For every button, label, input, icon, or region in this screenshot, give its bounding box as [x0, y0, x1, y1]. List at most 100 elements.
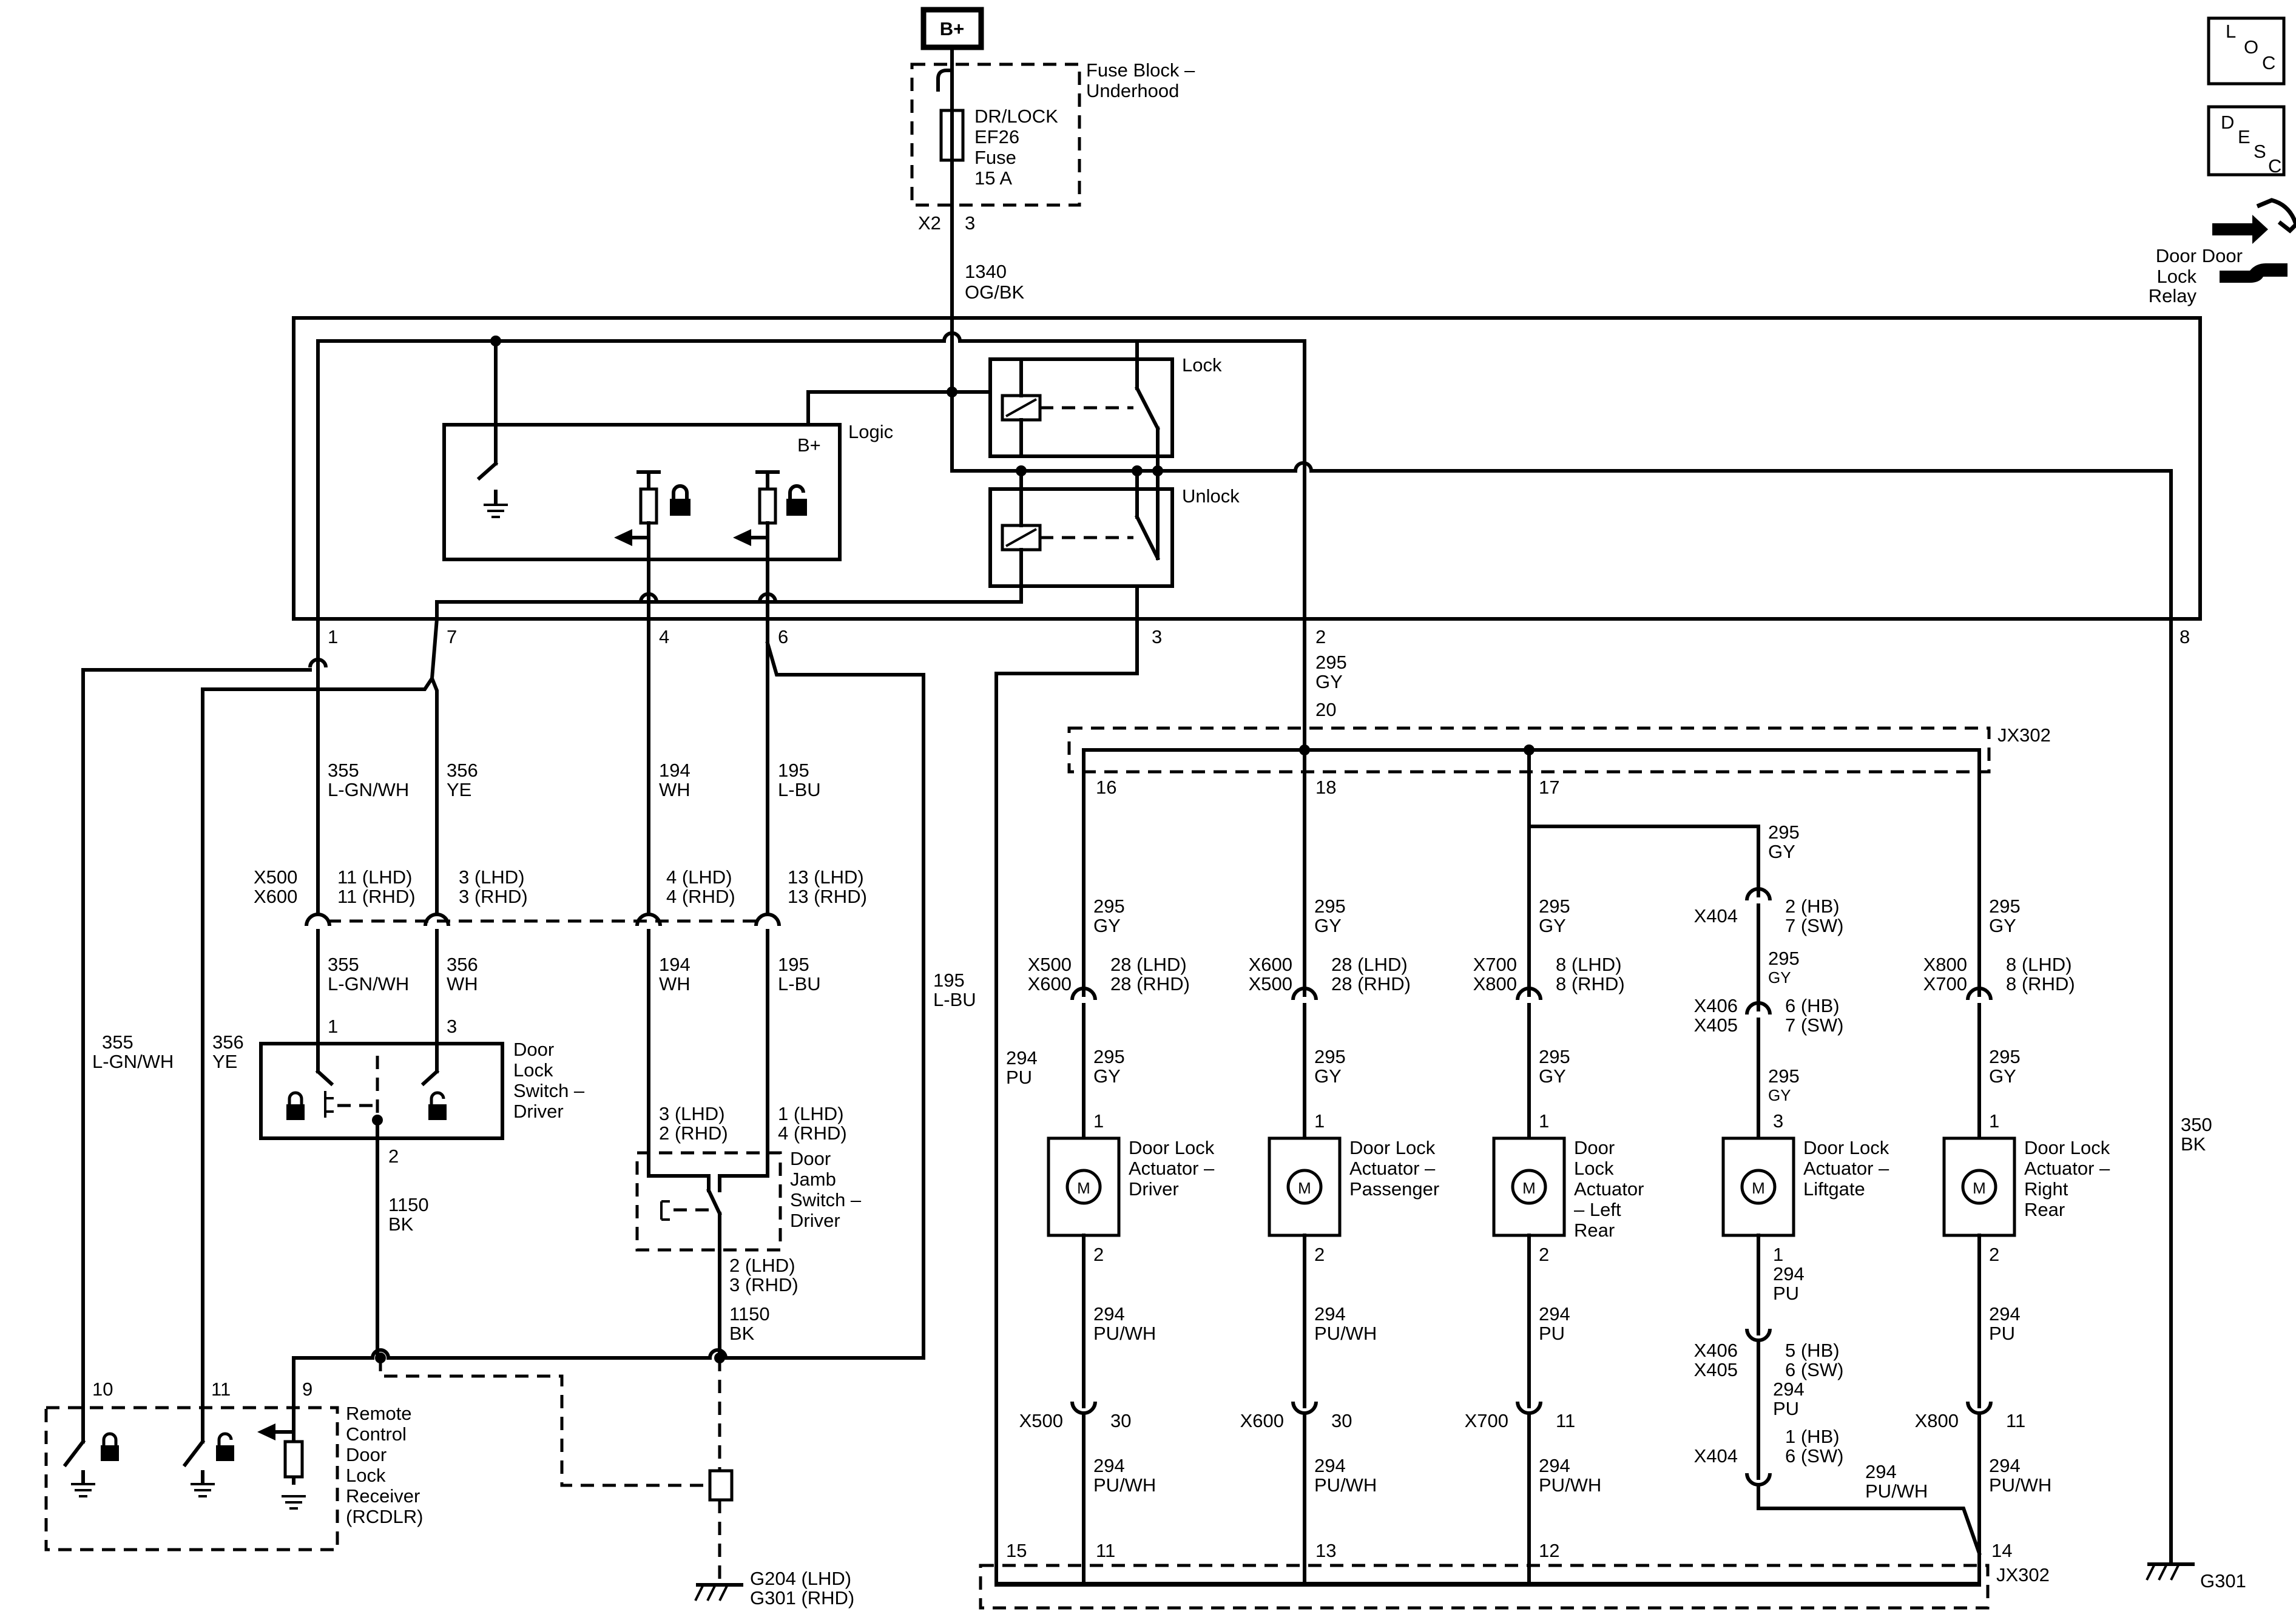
- connector-pin-label: 5 (HB): [1785, 1340, 1840, 1361]
- svg-text:WH: WH: [447, 973, 478, 994]
- svg-text:Fuse Block –: Fuse Block –: [1086, 59, 1195, 81]
- motor-symbol: M: [1522, 1179, 1536, 1197]
- svg-text:1: 1: [328, 626, 338, 647]
- connector-pin-label: 1 (HB): [1785, 1426, 1840, 1447]
- connector-label: X405: [1694, 1014, 1738, 1036]
- motor-icon: [1511, 1169, 1547, 1205]
- connector-pin: [1966, 1401, 1993, 1415]
- svg-text:YE: YE: [447, 779, 471, 800]
- connector-pin: [1745, 1473, 1772, 1487]
- svg-text:L-BU: L-BU: [933, 989, 976, 1010]
- connector-label: X800: [1915, 1410, 1959, 1431]
- connector-label: X406: [1694, 1340, 1738, 1361]
- wire-label: PU: [1773, 1283, 1799, 1304]
- svg-text:12: 12: [1539, 1540, 1559, 1561]
- wire-label: PU/WH: [1314, 1474, 1377, 1496]
- connector-label: X600: [1028, 973, 1072, 994]
- svg-text:294: 294: [1006, 1047, 1038, 1068]
- svg-text:Remote: Remote: [346, 1403, 412, 1424]
- wire-label: 294: [1773, 1263, 1805, 1284]
- wire-label: GY: [1539, 915, 1566, 936]
- svg-text:3 (RHD): 3 (RHD): [729, 1274, 799, 1295]
- lock-relay: Lock: [988, 339, 1222, 473]
- connector-pin: [1291, 987, 1318, 1001]
- wire-label: 294: [1989, 1303, 2021, 1325]
- lock-icon: [101, 1432, 119, 1461]
- wire-label: 294: [1865, 1461, 1897, 1482]
- svg-text:BK: BK: [729, 1323, 755, 1344]
- wire-label: GY: [1539, 1065, 1566, 1087]
- svg-text:X2: X2: [918, 212, 941, 234]
- svg-text:9: 9: [302, 1379, 312, 1400]
- svg-text:3 (LHD): 3 (LHD): [659, 1103, 725, 1124]
- unlock-relay: Unlock: [988, 469, 1240, 675]
- actuator-title: Actuator –: [1129, 1158, 1215, 1179]
- connector-pin-label: 28 (LHD): [1331, 954, 1408, 975]
- wire-label: PU/WH: [1093, 1474, 1156, 1496]
- ground-g301: G301: [2146, 1562, 2246, 1592]
- svg-text:13: 13: [1315, 1540, 1336, 1561]
- svg-text:(RCDLR): (RCDLR): [346, 1506, 423, 1527]
- svg-text:PU: PU: [1006, 1067, 1032, 1088]
- svg-text:JX302: JX302: [1997, 724, 2051, 746]
- connector-label: X600: [1240, 1410, 1284, 1431]
- connector-x500-x600: X500 X600 11 (LHD) 11 (RHD) 3 (LHD) 3 (R…: [254, 866, 867, 927]
- pin-label: 1: [1093, 1110, 1104, 1132]
- svg-text:JX302: JX302: [1996, 1564, 2050, 1585]
- svg-text:6: 6: [778, 626, 788, 647]
- wire-label: GY: [1989, 915, 2016, 936]
- connector-pin-label: 6 (SW): [1785, 1445, 1843, 1467]
- svg-text:E: E: [2238, 126, 2250, 147]
- svg-text:355: 355: [328, 954, 359, 975]
- wire-label: 295: [1093, 1046, 1125, 1067]
- svg-text:4 (LHD): 4 (LHD): [666, 866, 732, 888]
- svg-text:295: 295: [1315, 652, 1347, 673]
- connector-pin-label: 28 (LHD): [1110, 954, 1187, 975]
- connector-label: X700: [1923, 973, 1967, 994]
- wire-label: 294: [1093, 1455, 1125, 1476]
- relay-module-pins: 1 7 4 6 3 2 8: [328, 626, 2190, 647]
- connector-pin: [1745, 1328, 1772, 1342]
- wire-label: 294: [1314, 1455, 1346, 1476]
- description-button[interactable]: D E S C: [2207, 105, 2286, 177]
- lock-icon: [670, 484, 690, 516]
- motor-symbol: M: [1973, 1179, 1986, 1197]
- svg-text:Driver: Driver: [513, 1101, 564, 1122]
- connector-pin-label: 7 (SW): [1785, 915, 1843, 936]
- actuator-title: Door Lock: [1349, 1137, 1436, 1158]
- wire-label: 295: [1539, 896, 1570, 917]
- door-jamb-switch-driver: 3 (LHD) 2 (RHD) 1 (LHD) 4 (RHD) Door Jam…: [635, 1103, 862, 1252]
- connector-label: X500: [1019, 1410, 1063, 1431]
- door-lock-relay-icon[interactable]: Door: [2202, 198, 2296, 283]
- svg-text:11: 11: [211, 1379, 231, 1400]
- svg-text:L: L: [2226, 21, 2236, 42]
- svg-text:2: 2: [1315, 626, 1326, 647]
- svg-text:Lock: Lock: [2157, 266, 2197, 287]
- svg-text:Door: Door: [2156, 245, 2196, 266]
- svg-text:195: 195: [933, 970, 965, 991]
- connector-pin-label: 7 (SW): [1785, 1014, 1843, 1036]
- svg-text:356: 356: [447, 760, 478, 781]
- connector-pin-label: 30: [1110, 1410, 1131, 1431]
- svg-text:Switch –: Switch –: [513, 1080, 585, 1101]
- wire-label: 295: [1539, 1046, 1570, 1067]
- svg-text:Control: Control: [346, 1423, 407, 1445]
- connector-pin-label: 6 (SW): [1785, 1359, 1843, 1380]
- door-lock-switch-driver: 1 3 Door Lock Switch – Driver: [259, 1016, 585, 1140]
- connector-pin: [1745, 887, 1772, 901]
- svg-text:BK: BK: [388, 1214, 414, 1235]
- wire-label: 295: [1768, 822, 1800, 843]
- connector-pin: [1966, 987, 1993, 1001]
- svg-text:18: 18: [1315, 777, 1336, 798]
- connector-label: X500: [1249, 973, 1292, 994]
- pin-label: 2: [1539, 1244, 1549, 1265]
- wire-label: 295: [1093, 896, 1125, 917]
- svg-text:15 A: 15 A: [974, 167, 1012, 189]
- actuator-title: Door Lock: [1803, 1137, 1889, 1158]
- wire-label: 294: [1989, 1455, 2021, 1476]
- wire-label: 295: [1768, 948, 1800, 969]
- svg-text:13 (LHD): 13 (LHD): [788, 866, 864, 888]
- location-button[interactable]: L O C: [2207, 16, 2286, 86]
- svg-text:L-BU: L-BU: [778, 973, 821, 994]
